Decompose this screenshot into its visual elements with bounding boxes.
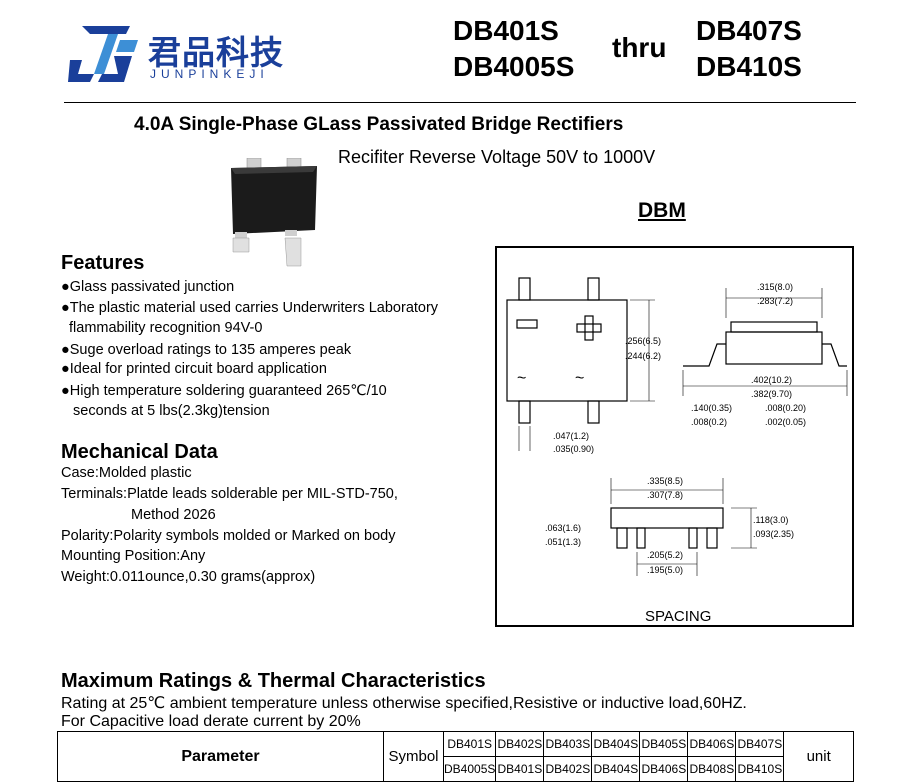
device-header: DB403S [543,731,593,757]
svg-text:.008(0.2): .008(0.2) [691,417,727,427]
features-title: Features [61,252,145,274]
feature-item: ●The plastic material used carries Under… [61,298,438,318]
mechanical-line: Polarity:Polarity symbols molded or Mark… [61,528,396,544]
feature-text: High temperature soldering guaranteed 26… [69,383,387,399]
svg-text:.335(8.5): .335(8.5) [647,476,683,486]
part-number-from-alt: DB4005S [453,51,575,82]
feature-text: Ideal for printed circuit board applicat… [69,361,327,377]
bullet-icon: ● [61,342,70,358]
ratings-table: Parameter Symbol DB401S DB402S DB403S DB… [57,731,854,782]
svg-text:.307(7.8): .307(7.8) [647,490,683,500]
svg-text:.051(1.3): .051(1.3) [545,537,581,547]
svg-text:.002(0.05): .002(0.05) [765,417,806,427]
svg-text:.118(3.0): .118(3.0) [753,515,788,525]
device-header: DB402S [495,731,545,757]
mechanical-line: Mounting Position:Any [61,548,206,564]
svg-text:.315(8.0): .315(8.0) [757,282,793,292]
svg-text:.402(10.2): .402(10.2) [751,375,792,385]
svg-text:.093(2.35): .093(2.35) [753,529,794,539]
device-header: DB401S [495,756,545,782]
bullet-icon: ● [61,300,70,316]
svg-text:.047(1.2): .047(1.2) [553,431,589,441]
dimension-drawing [495,246,854,627]
device-header: DB410S [735,756,785,782]
spacing-label: SPACING [645,608,712,625]
document-title: 4.0A Single-Phase GLass Passivated Bridg… [134,114,624,135]
component-photo [225,157,325,275]
mechanical-line: Weight:0.011ounce,0.30 grams(approx) [61,569,316,585]
feature-text-continued: flammability recognition 94V-0 [69,320,263,336]
brand-name-english: JUNPINKEJI [150,67,269,81]
device-header: DB406S [639,756,689,782]
svg-text:.140(0.35): .140(0.35) [691,403,732,413]
feature-item: ●Glass passivated junction [61,277,234,297]
unit-header: unit [783,731,854,782]
feature-text-continued: seconds at 5 lbs(2.3kg)tension [73,403,270,419]
svg-text:.008(0.20): .008(0.20) [765,403,806,413]
ratings-note: Rating at 25℃ ambient temperature unless… [61,695,747,712]
package-name: DBM [638,199,686,222]
svg-text:.205(5.2): .205(5.2) [647,550,683,560]
part-number-from: DB401S [453,15,559,46]
device-header: DB404S [591,731,641,757]
feature-item: ●High temperature soldering guaranteed 2… [61,381,387,401]
thru-label: thru [612,32,667,63]
feature-item: ●Ideal for printed circuit board applica… [61,359,327,379]
company-logo-icon [68,24,142,91]
bullet-icon: ● [61,361,70,377]
part-number-to-alt: DB410S [696,51,802,82]
device-header: DB402S [543,756,593,782]
device-header: DB401S [442,731,497,757]
ratings-title: Maximum Ratings & Thermal Characteristic… [61,670,486,692]
header-divider [64,102,856,103]
symbol-header: Symbol [383,731,444,782]
feature-text: Suge overload ratings to 135 amperes pea… [69,342,352,358]
ratings-note: For Capacitive load derate current by 20… [61,713,361,730]
mechanical-title: Mechanical Data [61,441,218,463]
svg-text:.382(9.70): .382(9.70) [751,389,792,399]
plus-symbol-icon [576,315,602,341]
svg-text:.283(7.2): .283(7.2) [757,296,793,306]
device-header: DB408S [687,756,737,782]
device-header: DB405S [639,731,689,757]
svg-text:.195(5.0): .195(5.0) [647,565,683,575]
svg-text:.244(6.2): .244(6.2) [625,351,661,361]
bullet-icon: ● [61,383,70,399]
device-header: DB4005S [442,756,497,782]
ac-symbol: ~ [575,370,584,387]
feature-text: Glass passivated junction [69,279,235,295]
svg-text:.035(0.90): .035(0.90) [553,444,594,454]
device-header: DB406S [687,731,737,757]
mechanical-line: Terminals:Platde leads solderable per MI… [61,486,398,502]
feature-item: ●Suge overload ratings to 135 amperes pe… [61,340,351,360]
svg-text:.256(6.5): .256(6.5) [625,336,661,346]
part-number-to: DB407S [696,15,802,46]
feature-text: The plastic material used carries Underw… [69,300,439,316]
voltage-range: Recifiter Reverse Voltage 50V to 1000V [338,147,656,167]
svg-text:.063(1.6): .063(1.6) [545,523,581,533]
bullet-icon: ● [61,279,70,295]
ac-symbol: ~ [517,370,526,387]
parameter-header: Parameter [57,731,384,782]
brand-name-chinese: 君品科技 [148,33,284,72]
mechanical-line: Case:Molded plastic [61,465,192,481]
device-header: DB404S [591,756,641,782]
device-header: DB407S [735,731,785,757]
outline-drawing: ~ ~ .256(6.5) .244(6.2) .047(1.2) .035(0… [495,246,854,632]
mechanical-line: Method 2026 [131,507,216,523]
